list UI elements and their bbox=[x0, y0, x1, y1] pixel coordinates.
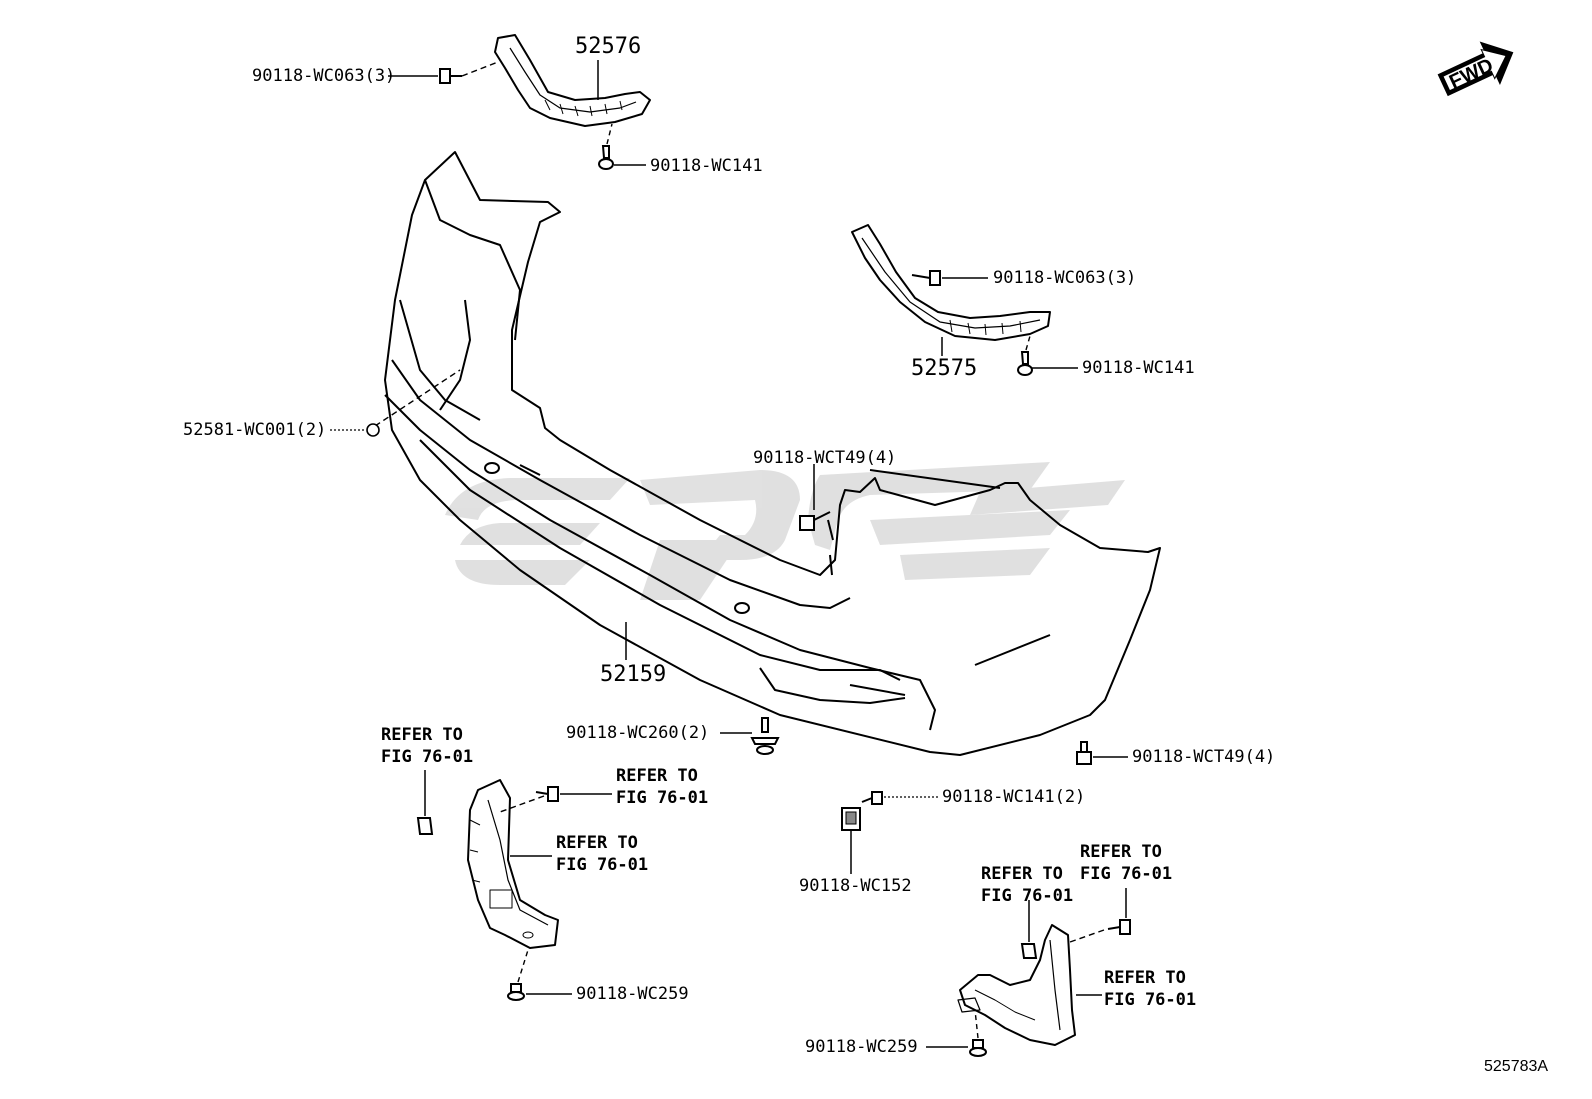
nut-clip-icon bbox=[841, 807, 861, 831]
left-mudguard-screw-icon bbox=[535, 786, 559, 802]
bumper-bolt-bottom-icon bbox=[1076, 741, 1092, 765]
refer-note-left-clip: REFER TO FIG 76-01 bbox=[381, 725, 474, 767]
left-bracket-52576 bbox=[494, 34, 651, 127]
refer-note-left-mudguard: REFER TO FIG 76-01 bbox=[556, 833, 649, 875]
left-bracket-screw-icon bbox=[439, 68, 462, 84]
right-bracket-screw-label: 90118-WC063(3) bbox=[993, 268, 1137, 288]
bumper-clip-center-label: 90118-WC260(2) bbox=[566, 723, 710, 743]
left-bracket-screw-label: 90118-WC063(3) bbox=[252, 66, 396, 86]
bumper-bolt-top-label: 90118-WCT49(4) bbox=[753, 448, 897, 468]
bumper-cover-52159 bbox=[384, 151, 1161, 756]
refer-note-left-screw: REFER TO FIG 76-01 bbox=[616, 766, 709, 808]
bumper-plug-label: 52581-WC001(2) bbox=[183, 420, 327, 440]
watermark-logo bbox=[445, 462, 1125, 600]
left-bracket-number-label: 52576 bbox=[575, 34, 642, 59]
left-mudguard-bottom-label: 90118-WC259 bbox=[576, 984, 689, 1004]
refer-note-right-mudguard: REFER TO FIG 76-01 bbox=[1104, 968, 1197, 1010]
left-mudguard bbox=[467, 779, 559, 949]
right-mudguard-screw-icon bbox=[1107, 919, 1131, 935]
nut-clip-label: 90118-WC152 bbox=[799, 876, 912, 896]
fwd-arrow-icon: FWD bbox=[1437, 41, 1514, 97]
nut-screw-label: 90118-WC141(2) bbox=[942, 787, 1086, 807]
bumper-clip-center-icon bbox=[750, 717, 780, 755]
left-bracket-clip-icon bbox=[598, 145, 614, 170]
bumper-bolt-bottom-label: 90118-WCT49(4) bbox=[1132, 747, 1276, 767]
right-bracket-52575 bbox=[851, 224, 1051, 341]
right-bracket-screw-icon bbox=[911, 270, 941, 286]
right-mudguard-clip-icon bbox=[1020, 943, 1038, 959]
right-mudguard bbox=[957, 924, 1076, 1046]
left-bracket-clip-label: 90118-WC141 bbox=[650, 156, 763, 176]
nut-screw-icon bbox=[861, 791, 883, 805]
left-mudguard-bottom-clip-icon bbox=[507, 983, 525, 1001]
bumper-plug-icon bbox=[366, 423, 380, 437]
bumper-bolt-top-icon bbox=[799, 511, 831, 531]
right-bracket-clip-icon bbox=[1017, 351, 1033, 376]
left-mudguard-clip-icon bbox=[416, 817, 434, 835]
right-bracket-clip-label: 90118-WC141 bbox=[1082, 358, 1195, 378]
refer-note-right-screw: REFER TO FIG 76-01 bbox=[1080, 842, 1173, 884]
figure-id: 525783A bbox=[1484, 1058, 1549, 1075]
bumper-cover-number-label: 52159 bbox=[600, 662, 667, 687]
right-bracket-number-label: 52575 bbox=[911, 356, 978, 381]
refer-note-right-clip: REFER TO FIG 76-01 bbox=[981, 864, 1074, 906]
right-mudguard-bottom-clip-icon bbox=[969, 1039, 987, 1057]
right-mudguard-bottom-label: 90118-WC259 bbox=[805, 1037, 918, 1057]
